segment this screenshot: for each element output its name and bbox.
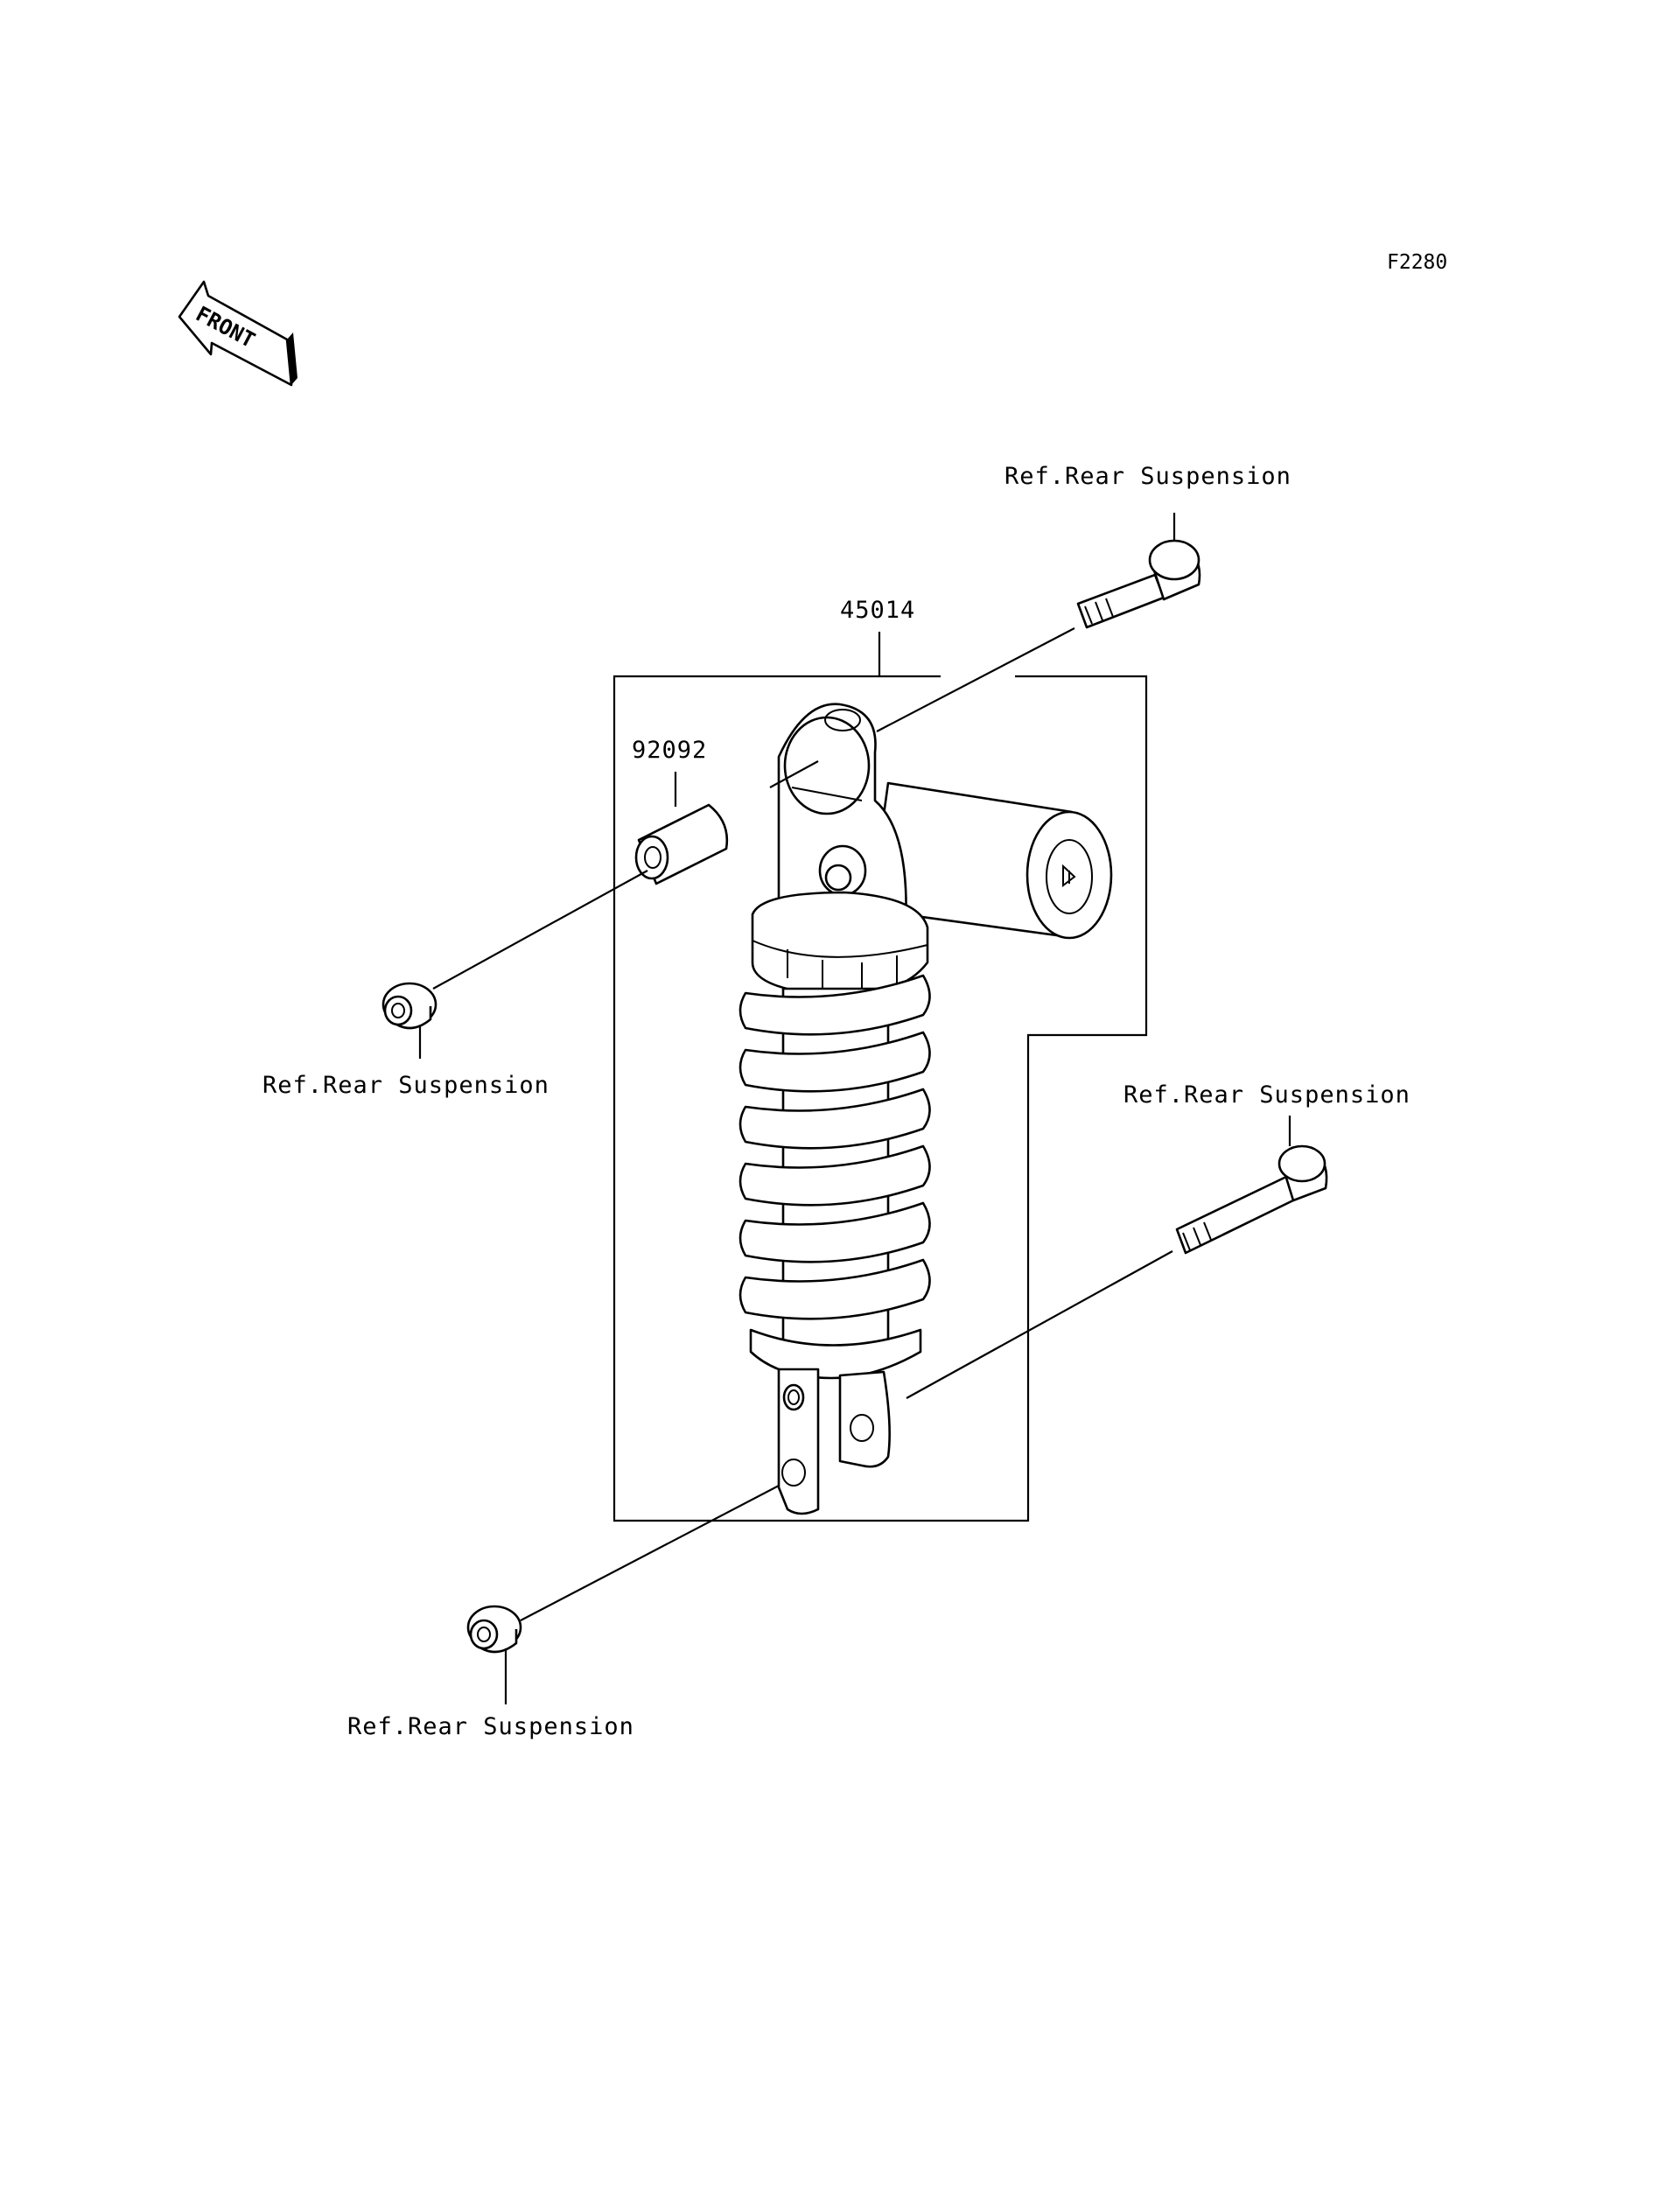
lower-bolt	[1175, 1144, 1328, 1255]
upper-bolt	[1076, 539, 1201, 629]
collar-92092	[634, 803, 729, 885]
assembly-bracket	[612, 665, 1148, 1522]
part-label-45014: 45014	[840, 597, 915, 624]
front-arrow-icon: FRONT	[178, 280, 298, 387]
ref-label-top-nut: Ref.Rear Suspension	[262, 1072, 550, 1099]
upper-nut	[382, 982, 438, 1030]
shock-absorber	[738, 703, 1113, 1515]
installation-lines	[418, 513, 1292, 1704]
part-label-92092: 92092	[632, 737, 707, 764]
ref-label-bottom-bolt: Ref.Rear Suspension	[1124, 1081, 1410, 1109]
ref-label-bottom-nut: Ref.Rear Suspension	[347, 1713, 634, 1740]
ref-label-top-bolt: Ref.Rear Suspension	[1004, 463, 1292, 490]
spring	[738, 974, 931, 1320]
figure-code: F2280	[1387, 251, 1447, 274]
lower-nut	[466, 1605, 522, 1654]
